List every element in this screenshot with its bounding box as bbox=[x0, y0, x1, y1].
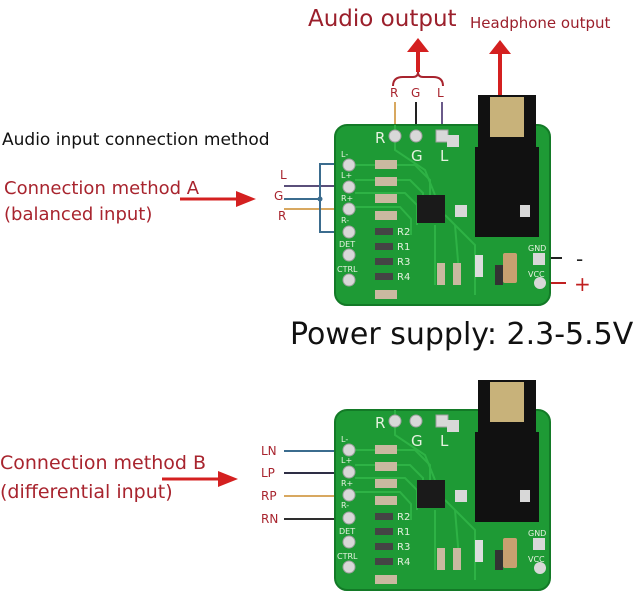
svg-text:R1: R1 bbox=[397, 242, 410, 253]
svg-text:R3: R3 bbox=[397, 257, 410, 268]
output-pin-label-g: G bbox=[411, 86, 421, 100]
method-b-pin-ln: LN bbox=[261, 444, 277, 458]
output-pin-label-r: R bbox=[390, 86, 399, 100]
method-a-arrow bbox=[180, 191, 256, 207]
svg-text:R1: R1 bbox=[397, 527, 410, 538]
output-brace-icon bbox=[392, 71, 444, 87]
svg-text:R2: R2 bbox=[397, 512, 410, 523]
silk-gnd: GND bbox=[528, 244, 546, 253]
power-supply-label: Power supply: 2.3-5.5V bbox=[290, 317, 634, 352]
headphone-output-title: Headphone output bbox=[470, 14, 611, 32]
pcb-board-a: R G L R2 R1 R3 R4 bbox=[334, 95, 551, 306]
method-a-pin-r: R bbox=[278, 209, 287, 223]
method-b-arrow bbox=[162, 471, 238, 487]
svg-text:GND: GND bbox=[528, 529, 546, 538]
method-a-pin-l: L bbox=[280, 168, 287, 182]
method-a-pin-g: G bbox=[274, 189, 284, 203]
svg-text:CTRL: CTRL bbox=[337, 552, 358, 561]
power-minus-label: - bbox=[576, 247, 584, 271]
svg-text:R4: R4 bbox=[397, 557, 410, 568]
output-pin-label-l: L bbox=[437, 86, 444, 100]
audio-input-method-heading: Audio input connection method bbox=[2, 130, 270, 150]
silk-r: R bbox=[375, 129, 385, 147]
silk-vcc: VCC bbox=[528, 270, 545, 279]
svg-text:R4: R4 bbox=[397, 272, 410, 283]
svg-text:L-: L- bbox=[341, 150, 348, 159]
method-b-pin-rn: RN bbox=[261, 512, 279, 526]
svg-text:L-: L- bbox=[341, 435, 348, 444]
svg-text:CTRL: CTRL bbox=[337, 265, 358, 274]
amplifier-chip bbox=[417, 195, 445, 223]
method-b-title: Connection method B bbox=[0, 452, 206, 474]
audio-output-title: Audio output bbox=[308, 6, 457, 32]
svg-text:L+: L+ bbox=[341, 456, 352, 465]
headphone-output-arrow bbox=[489, 40, 511, 96]
svg-text:R: R bbox=[375, 414, 385, 432]
svg-text:R+: R+ bbox=[341, 479, 353, 488]
svg-text:R+: R+ bbox=[341, 194, 353, 203]
method-a-wires bbox=[284, 163, 340, 233]
method-b-pin-rp: RP bbox=[261, 489, 277, 503]
audio-output-arrow bbox=[407, 38, 429, 72]
method-b-wires bbox=[284, 450, 340, 520]
headphone-jack bbox=[475, 95, 539, 237]
svg-text:R-: R- bbox=[341, 216, 349, 225]
method-b-subtitle: (differential input) bbox=[0, 481, 173, 503]
connection-method-b: Connection method B (differential input) bbox=[0, 449, 206, 507]
svg-text:DET: DET bbox=[339, 240, 355, 249]
svg-text:VCC: VCC bbox=[528, 555, 545, 564]
pcb-board-b: R G L R2 R1 R3 R4 bbox=[334, 380, 551, 591]
svg-text:L+: L+ bbox=[341, 171, 352, 180]
silk-g: G bbox=[411, 147, 423, 165]
svg-text:G: G bbox=[411, 432, 423, 450]
power-plus-label: + bbox=[574, 272, 591, 296]
method-a-title: Connection method A bbox=[4, 178, 200, 199]
silk-l: L bbox=[440, 147, 449, 165]
svg-text:R3: R3 bbox=[397, 542, 410, 553]
method-a-subtitle: (balanced input) bbox=[4, 204, 153, 225]
svg-text:L: L bbox=[440, 432, 449, 450]
svg-text:R-: R- bbox=[341, 501, 349, 510]
connection-method-a: Connection method A (balanced input) bbox=[4, 176, 199, 228]
method-b-pin-lp: LP bbox=[261, 466, 275, 480]
svg-text:DET: DET bbox=[339, 527, 355, 536]
svg-text:R2: R2 bbox=[397, 227, 410, 238]
